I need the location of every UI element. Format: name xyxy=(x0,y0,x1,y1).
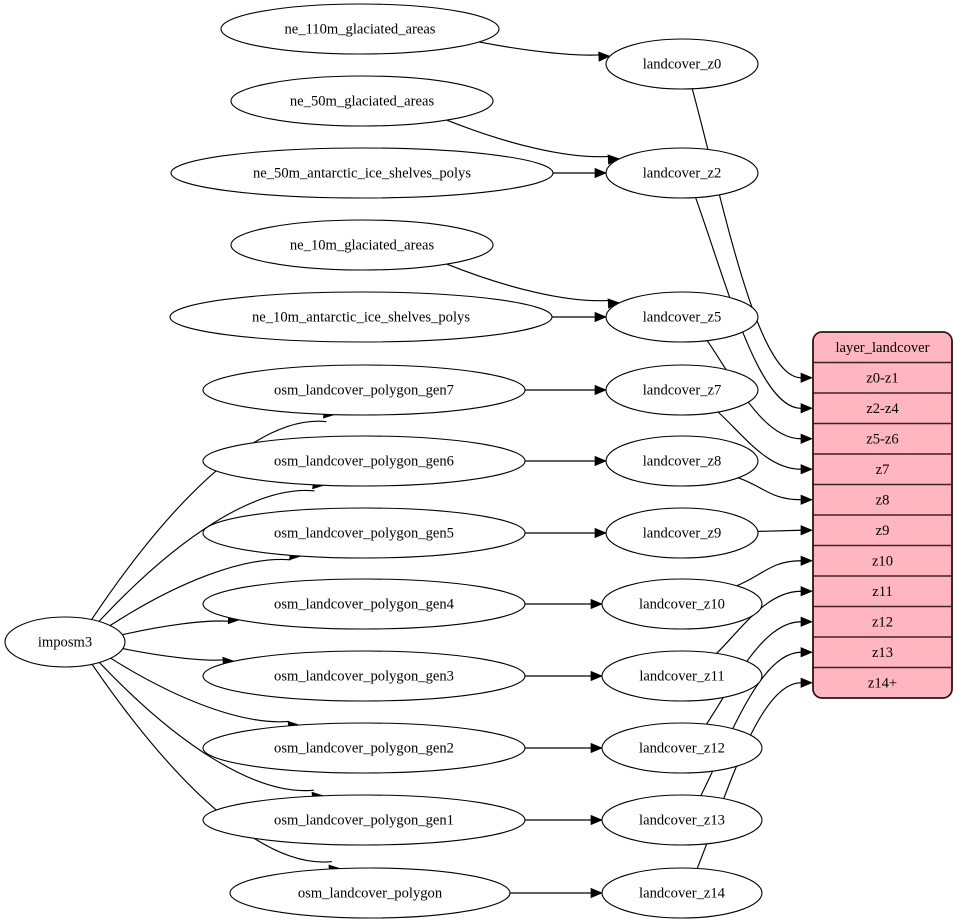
edge-osm_landcover_polygon_gen4-to-landcover_z10 xyxy=(525,598,603,610)
node-landcover_z0[interactable]: landcover_z0 xyxy=(605,38,759,90)
edge-landcover_z0-to-layer_landcover-z0-z1 xyxy=(691,88,813,383)
edge-ne_110m_glaciated_areas-to-landcover_z0 xyxy=(478,41,611,62)
edge-osm_landcover_polygon_gen5-to-landcover_z9 xyxy=(525,527,607,539)
edge-imposm3-to-osm_landcover_polygon_gen4 xyxy=(122,614,241,636)
edge-ne_50m_antarctic_ice_shelves_polys-to-landcover_z2 xyxy=(553,167,607,179)
node-landcover_z8[interactable]: landcover_z8 xyxy=(605,435,759,487)
edge-landcover_z12-to-layer_landcover-z12 xyxy=(706,616,813,725)
node-osm_landcover_polygon_gen4[interactable]: osm_landcover_polygon_gen4 xyxy=(202,578,526,630)
node-osm_landcover_polygon[interactable]: osm_landcover_polygon xyxy=(229,867,511,919)
edge-imposm3-to-osm_landcover_polygon_gen3 xyxy=(122,648,236,667)
node-osm_landcover_polygon_gen7[interactable]: osm_landcover_polygon_gen7 xyxy=(202,364,526,416)
layer-landcover-table: layer_landcoverz0-z1z2-z4z5-z6z7z8z9z10z… xyxy=(812,331,953,699)
node-landcover_z14[interactable]: landcover_z14 xyxy=(601,867,763,919)
edge-landcover_z7-to-layer_landcover-z7 xyxy=(717,411,813,475)
edge-ne_10m_antarctic_ice_shelves_polys-to-landcover_z5 xyxy=(552,311,607,323)
node-osm_landcover_polygon_gen3[interactable]: osm_landcover_polygon_gen3 xyxy=(202,650,526,702)
node-osm_landcover_polygon_gen5[interactable]: osm_landcover_polygon_gen5 xyxy=(202,507,526,559)
node-landcover_z12[interactable]: landcover_z12 xyxy=(601,722,763,774)
node-landcover_z11[interactable]: landcover_z11 xyxy=(601,650,763,702)
node-osm_landcover_polygon_gen6[interactable]: osm_landcover_polygon_gen6 xyxy=(202,435,526,487)
node-landcover_z10[interactable]: landcover_z10 xyxy=(601,578,763,630)
node-landcover_z5[interactable]: landcover_z5 xyxy=(605,291,759,343)
edge-osm_landcover_polygon-to-landcover_z14 xyxy=(510,887,603,899)
node-ne_10m_antarctic_ice_shelves_polys[interactable]: ne_10m_antarctic_ice_shelves_polys xyxy=(169,291,553,343)
node-ne_50m_glaciated_areas[interactable]: ne_50m_glaciated_areas xyxy=(230,75,494,127)
node-ne_110m_glaciated_areas[interactable]: ne_110m_glaciated_areas xyxy=(220,3,500,55)
node-osm_landcover_polygon_gen2[interactable]: osm_landcover_polygon_gen2 xyxy=(202,722,526,774)
edge-landcover_z10-to-layer_landcover-z10 xyxy=(736,555,813,587)
edge-landcover_z13-to-layer_landcover-z13 xyxy=(700,647,813,796)
node-osm_landcover_polygon_gen1[interactable]: osm_landcover_polygon_gen1 xyxy=(202,794,526,846)
node-imposm3[interactable]: imposm3 xyxy=(4,616,126,668)
edge-osm_landcover_polygon_gen6-to-landcover_z8 xyxy=(525,455,607,467)
edge-osm_landcover_polygon_gen1-to-landcover_z13 xyxy=(525,814,603,826)
edge-osm_landcover_polygon_gen3-to-landcover_z11 xyxy=(525,670,603,682)
node-ne_50m_antarctic_ice_shelves_polys[interactable]: ne_50m_antarctic_ice_shelves_polys xyxy=(170,147,554,199)
node-landcover_z7[interactable]: landcover_z7 xyxy=(605,364,759,416)
edge-osm_landcover_polygon_gen2-to-landcover_z12 xyxy=(525,742,603,754)
node-landcover_z9[interactable]: landcover_z9 xyxy=(605,507,759,559)
edge-landcover_z9-to-layer_landcover-z9 xyxy=(757,525,813,536)
layer-table-outline xyxy=(812,331,953,699)
edge-landcover_z2-to-layer_landcover-z2-z4 xyxy=(695,197,813,414)
node-landcover_z13[interactable]: landcover_z13 xyxy=(601,794,763,846)
edge-osm_landcover_polygon_gen7-to-landcover_z7 xyxy=(525,384,607,396)
edge-landcover_z5-to-layer_landcover-z5-z6 xyxy=(706,340,813,444)
nodes-layer: imposm3 ne_110m_glaciated_areas ne_50m_gla… xyxy=(4,3,763,919)
edge-landcover_z8-to-layer_landcover-z8 xyxy=(738,477,813,505)
node-ne_10m_glaciated_areas[interactable]: ne_10m_glaciated_areas xyxy=(230,219,494,271)
node-landcover_z2[interactable]: landcover_z2 xyxy=(605,147,759,199)
